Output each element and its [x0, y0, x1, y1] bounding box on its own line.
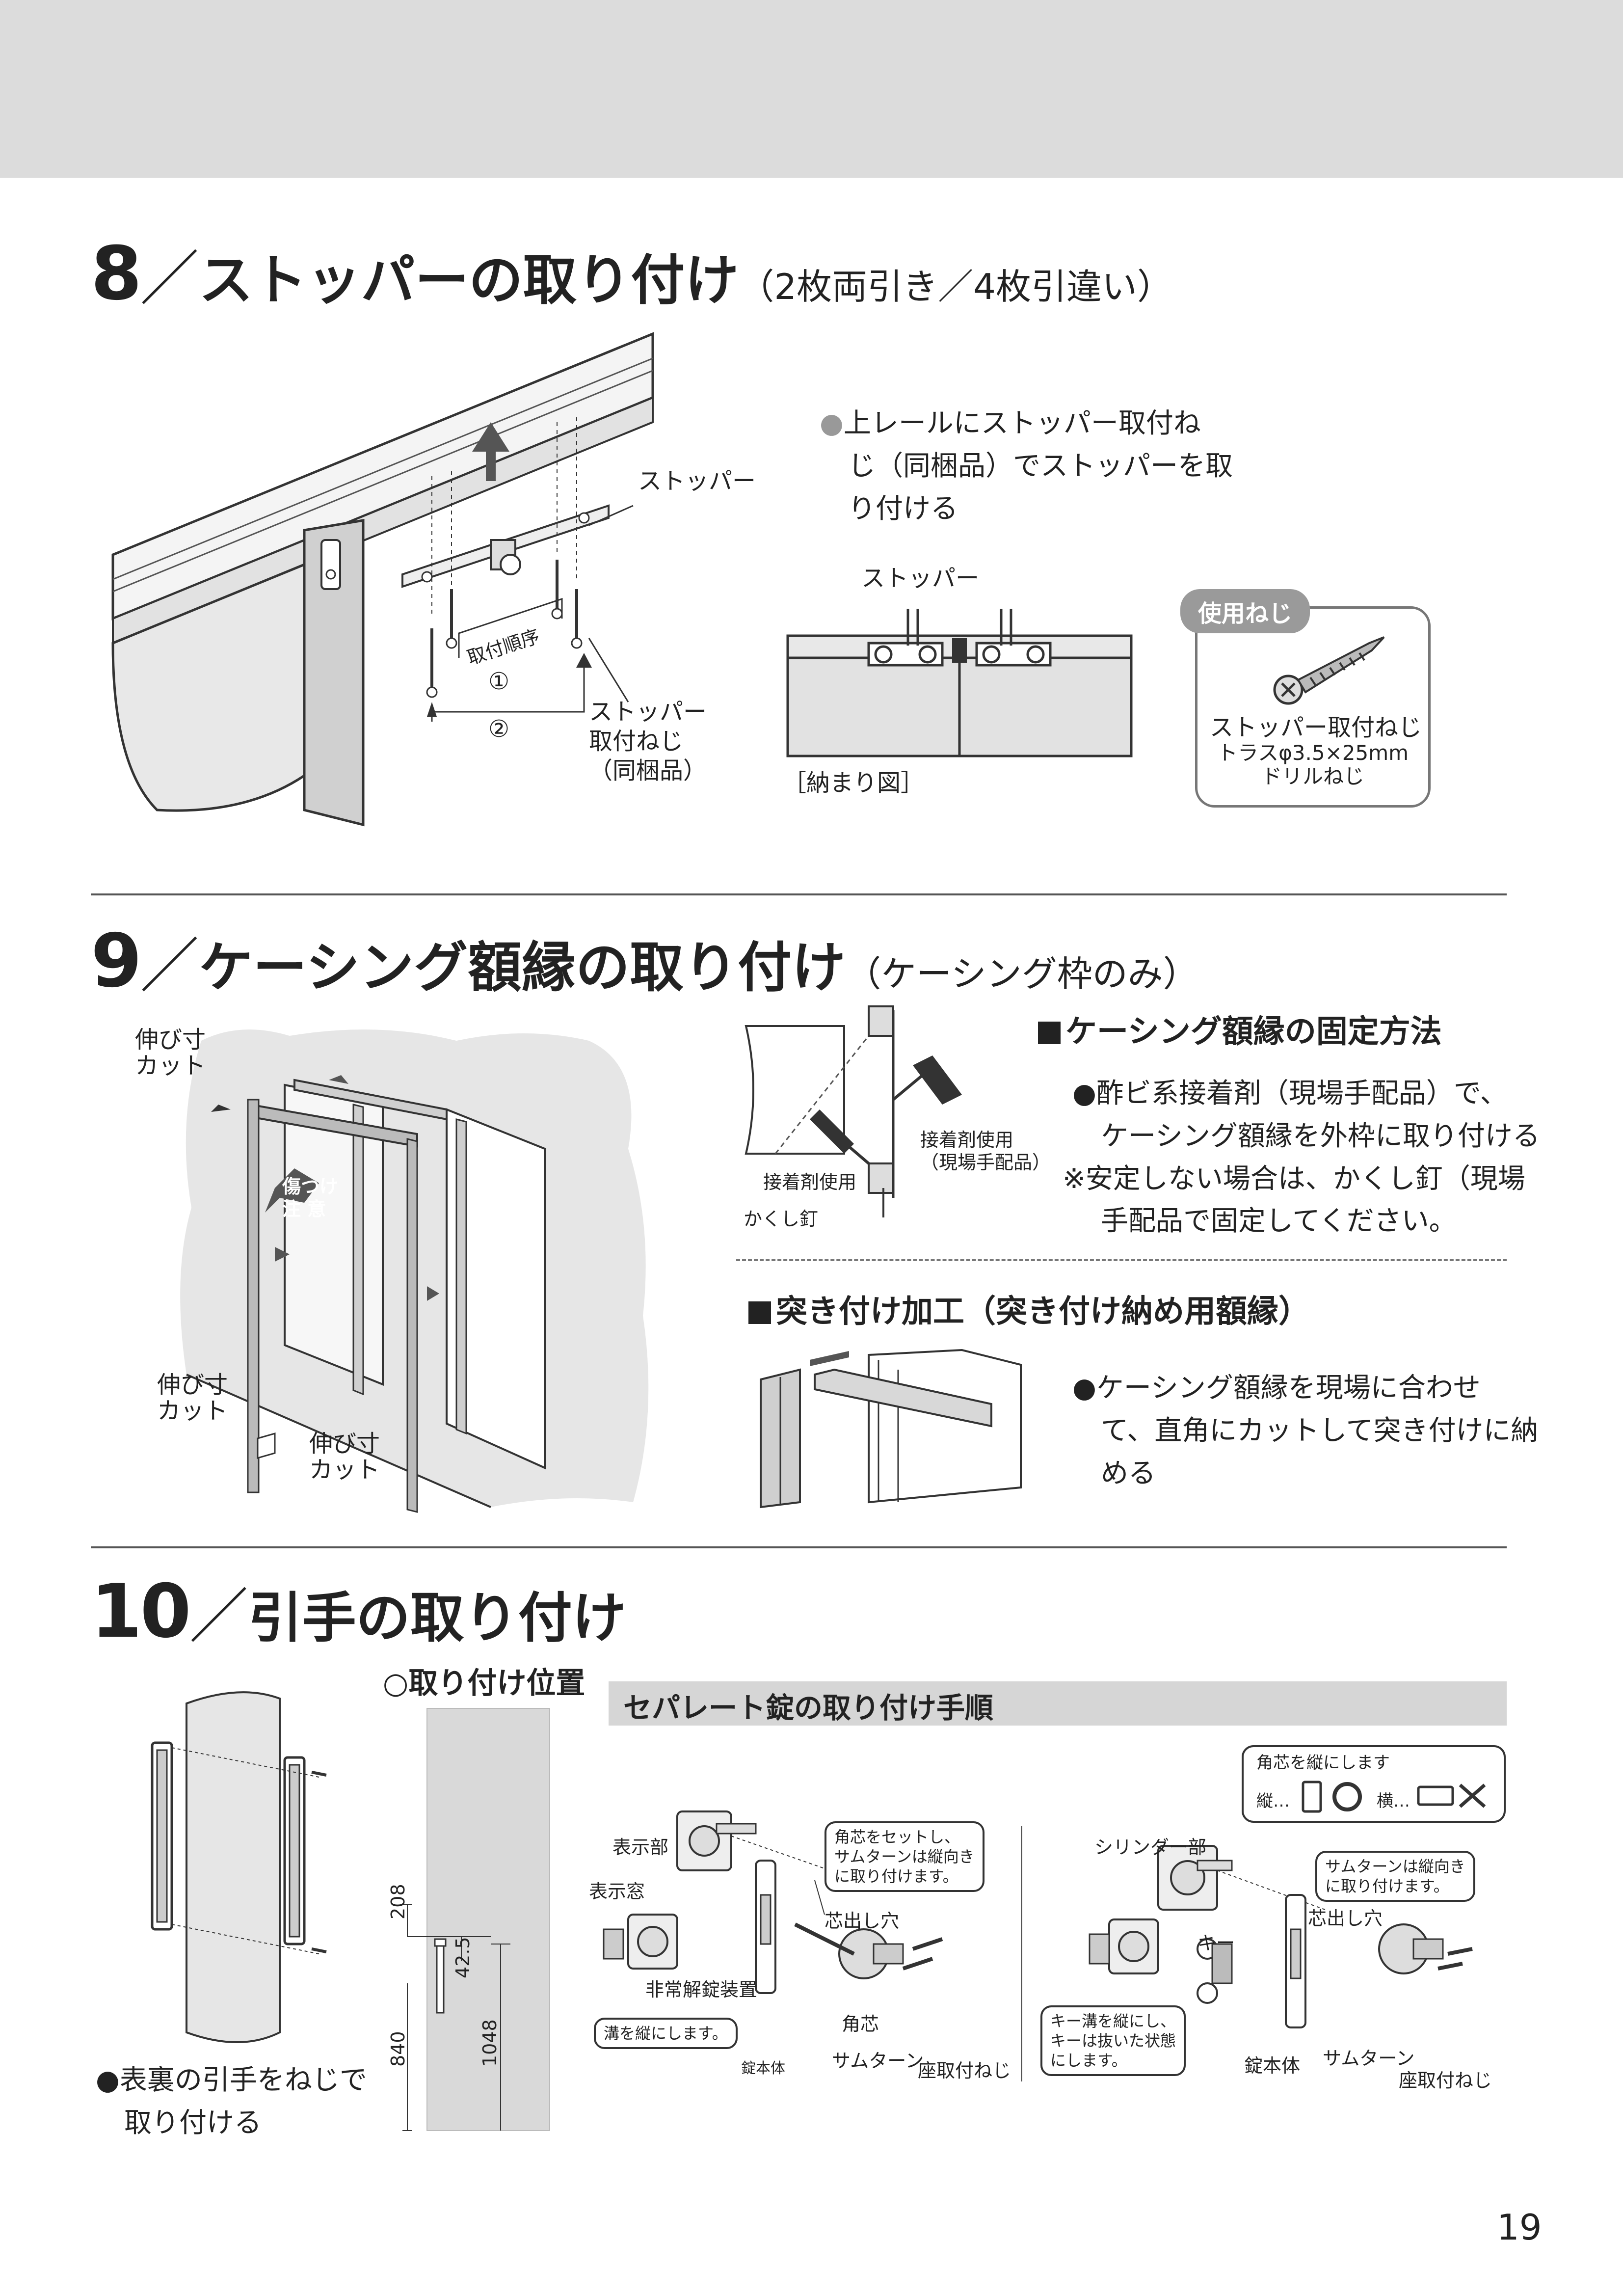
detail-diagram	[786, 609, 1133, 757]
hidden-nail-label: かくし釘	[744, 1208, 819, 1230]
square-bullet-icon	[748, 1301, 771, 1324]
lock-procedure-heading: セパレート錠の取り付け手順	[623, 1691, 994, 1725]
order-2-label: ②	[488, 715, 510, 743]
stopper-instruction: ●上レールにストッパー取付ね じ（同梱品）でストッパーを取 り付ける	[820, 407, 1233, 525]
section-title: 引手の取り付け	[248, 1587, 626, 1649]
display-part-label: 表示部	[612, 1837, 669, 1858]
dim-840: 840	[387, 2031, 409, 2067]
heading-slash: ／	[140, 932, 199, 1000]
cylinder-label: シリンダー部	[1094, 1837, 1207, 1858]
heading-slash: ／	[140, 245, 199, 313]
dashed-divider	[736, 1259, 1507, 1261]
dim-208: 208	[387, 1884, 409, 1919]
section-10-heading: 10／引手の取り付け	[91, 1568, 626, 1654]
stopper-rail-illustration	[111, 332, 654, 827]
key-label: キー	[1197, 1932, 1235, 1954]
stopper-screw-label: ストッパー 取付ねじ （同梱品）	[589, 698, 707, 784]
section-divider	[91, 893, 1507, 895]
groove-bubble: 溝を縦にします。	[594, 2018, 738, 2049]
order-1-label: ①	[488, 668, 510, 695]
emergency-release-label: 非常解錠装置	[645, 1979, 758, 2000]
glue-label-2: 接着剤使用	[763, 1171, 857, 1193]
glue-detail-diagram	[745, 1005, 962, 1217]
vertical-ok-icon	[1302, 1781, 1362, 1813]
lock-display-diagram	[603, 1810, 943, 1994]
section-9-heading: 9／ケーシング額縁の取り付け（ケーシング枠のみ）	[91, 918, 1198, 1003]
section-divider	[91, 1546, 1507, 1548]
key-groove-bubble: キー溝を縦にし、 キーは抜いた状態 にします。	[1040, 2005, 1186, 2076]
horizontal-ng-icon	[1417, 1783, 1486, 1808]
butt-joint-diagram	[760, 1349, 1022, 1509]
thumbturn-label: サムターン	[1323, 2048, 1415, 2069]
horizontal-label: 横…	[1377, 1791, 1410, 1811]
detail-stopper-label: ストッパー	[861, 565, 980, 592]
detail-caption: ［納まり図］	[783, 769, 925, 797]
dim-1048: 1048	[479, 2019, 501, 2067]
lock-body-label: 錠本体	[1244, 2055, 1301, 2077]
screw-info-box	[1195, 606, 1431, 808]
handle-instruction: ●表裏の引手をねじで 取り付ける	[96, 2064, 367, 2139]
vertical-label: 縦…	[1256, 1791, 1290, 1811]
cut-label-bottom: 伸び寸 カット	[309, 1430, 380, 1484]
core-orientation-box	[1242, 1745, 1506, 1823]
install-position-diagram	[402, 1708, 550, 2131]
stopper-label: ストッパー	[638, 467, 756, 495]
screw-pill: 使用ねじ	[1180, 589, 1310, 633]
section-title: ストッパーの取り付け	[199, 249, 739, 312]
seat-screw-label: 座取付ねじ	[1399, 2070, 1492, 2091]
lock-procedure-bar	[609, 1681, 1507, 1726]
seat-screw-label: 座取付ねじ	[918, 2060, 1011, 2081]
section-number: 10	[91, 1569, 191, 1654]
section-number: 8	[91, 231, 142, 317]
thumbturn-label: サムターン	[832, 2050, 924, 2072]
screw-spec: ストッパー取付ねじ トラスφ3.5×25mm ドリルねじ	[1210, 714, 1422, 789]
fix-method-heading: ケーシング額縁の固定方法	[1038, 1006, 1442, 1052]
casing-frame-illustration	[180, 1029, 649, 1513]
cut-label-left: 伸び寸 カット	[157, 1371, 228, 1425]
lock-body-label: 錠本体	[741, 2060, 785, 2077]
lock-divider	[1021, 1826, 1022, 2081]
square-bullet-icon	[1038, 1022, 1061, 1044]
thumbturn-bubble: サムターンは縦向き に取り付けます。	[1315, 1851, 1475, 1902]
core-orientation-title: 角芯を縦にします	[1256, 1753, 1390, 1773]
section-8-heading: 8／ストッパーの取り付け（2枚両引き／4枚引違い）	[91, 231, 1172, 316]
core-hole-label: 芯出し穴	[825, 1910, 900, 1932]
fix-method-text: ●酢ビ系接着剤（現場手配品）で、 ケーシング額縁を外枠に取り付ける ※安定しない…	[1063, 1078, 1540, 1238]
core-set-bubble: 角芯をセットし、 サムターンは縦向き に取り付けます。	[825, 1821, 984, 1892]
display-window-label: 表示窓	[589, 1881, 645, 1902]
butt-joint-text: ●ケーシング額縁を現場に合わせ て、直角にカットして突き付けに納 める	[1072, 1372, 1539, 1489]
header-band	[0, 0, 1623, 178]
bullet-icon: ●	[820, 407, 844, 439]
core-hole-label: 芯出し穴	[1308, 1908, 1383, 1929]
pull-handle-illustration	[151, 1691, 327, 2043]
butt-joint-heading: 突き付け加工（突き付け納め用額縁）	[748, 1286, 1310, 1331]
caution-label: 傷つけ 注 意	[282, 1176, 339, 1220]
heading-slash: ／	[189, 1583, 248, 1651]
section-subtitle: （ケーシング枠のみ）	[846, 953, 1198, 995]
screw-icon	[1273, 636, 1385, 705]
square-core-label: 角芯	[842, 2013, 879, 2035]
install-position-heading: ○取り付け位置	[383, 1666, 585, 1701]
cut-label-top: 伸び寸 カット	[135, 1026, 206, 1080]
glue-label-1: 接着剤使用 （現場手配品）	[920, 1129, 1051, 1173]
dim-42-5: 42.5	[452, 1937, 474, 1978]
page-number: 19	[1497, 2207, 1542, 2248]
section-title: ケーシング額縁の取り付け	[199, 936, 846, 999]
lock-cylinder-diagram	[1089, 1845, 1473, 2028]
section-number: 9	[91, 918, 142, 1004]
section-subtitle: （2枚両引き／4枚引違い）	[739, 266, 1172, 307]
